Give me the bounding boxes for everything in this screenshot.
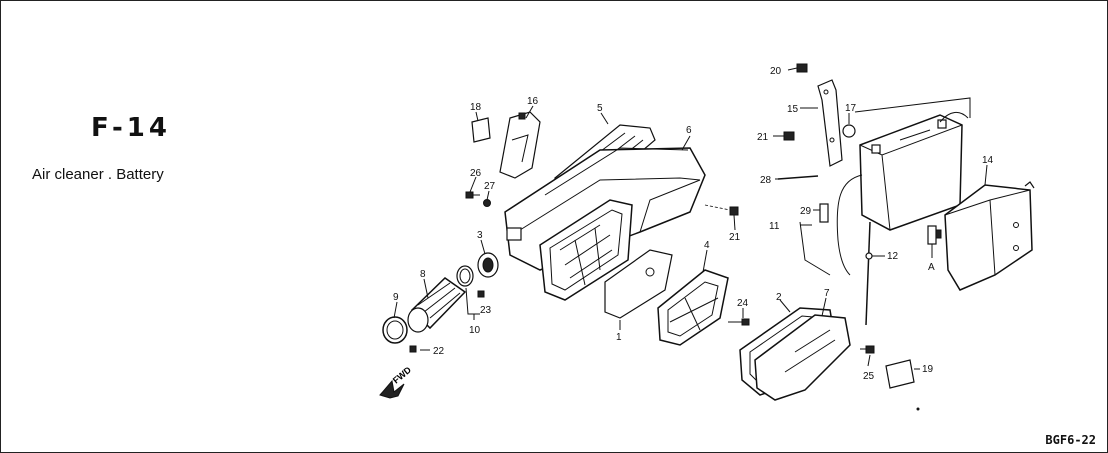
part-18-label-sticker [471,117,491,143]
callout-17: 17 [845,103,857,114]
callout-2: 2 [776,292,782,303]
callout-25: 25 [863,371,875,382]
callout-8: 8 [420,269,426,280]
section-title: Air cleaner . Battery [32,166,164,183]
part-21-bolt [704,204,739,216]
part-27-washer [483,199,491,207]
connector-a [927,225,942,245]
callout-27: 27 [484,181,496,192]
callout-15: 15 [787,104,799,115]
battery [859,114,963,231]
fwd-label: FWD [391,364,414,385]
callout-26: 26 [470,168,482,179]
part-4-filter-grille [657,269,729,346]
callout-7: 7 [824,288,830,299]
element-frame [539,199,633,301]
callout-14: 14 [982,155,994,166]
callout-23: 23 [480,305,492,316]
callout-4: 4 [704,240,710,251]
part-7-outer-cover [754,314,851,401]
callout-5: 5 [597,103,603,114]
part-22-screw [409,345,417,353]
reference-code: BGF6-22 [1045,433,1096,447]
callout-20: 20 [770,66,782,77]
section-code: F-14 [91,113,171,143]
part-26-bolt [465,191,480,199]
part-24-screw [728,318,750,326]
part-3-connecting-tube [477,252,499,278]
callout-22: 22 [433,346,445,357]
part-29-fuse-holder [819,203,829,223]
part-28-band [777,175,819,180]
part-16-plate [499,111,541,179]
part-1-filter-element [604,249,673,319]
part-15-battery-stay [817,79,843,167]
callout-28: 28 [760,175,772,186]
part-8-intake-hose [407,277,467,333]
callout-12: 12 [887,251,899,262]
battery-cable [836,112,969,276]
callout-24: 24 [737,298,749,309]
part-25-bolt [860,345,875,354]
part-9-band-clamp [382,316,408,344]
callout-11: 11 [769,221,780,232]
callout-9: 9 [393,292,399,303]
part-19-label-sticker [885,359,915,389]
battery-group-bracket [799,97,971,276]
callout-3: 3 [477,230,483,241]
part-12-breather-tube [865,221,873,326]
callouts: 1 2 3 4 5 6 7 8 9 10 11 12 14 15 16 17 1… [393,66,994,382]
part-20-bolt [796,63,808,73]
leader-lines [393,67,988,370]
callout-16: 16 [527,96,539,107]
part-21-bolt-stay [783,131,795,141]
callout-a: A [928,262,935,273]
fwd-arrow-icon: FWD [379,364,414,399]
callout-10: 10 [469,325,481,336]
callout-1: 1 [616,332,622,343]
callout-6: 6 [686,125,692,136]
part-10-band-clamp [456,265,474,287]
callout-21-case: 21 [729,232,741,243]
part-17-cap [842,124,856,138]
callout-19: 19 [922,364,934,375]
callout-21-stay: 21 [757,132,769,143]
part-23-screw [477,290,485,298]
callout-18: 18 [470,102,482,113]
part-14-battery-box [944,181,1035,291]
callout-29: 29 [800,206,812,217]
